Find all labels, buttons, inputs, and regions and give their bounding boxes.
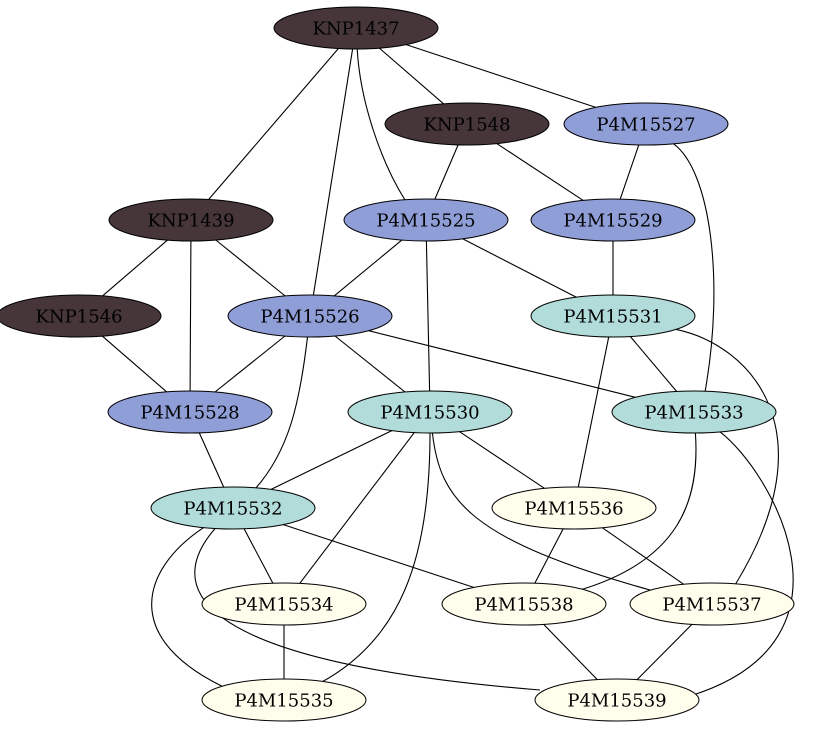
edge-p4m15538-p4m15539 [543, 624, 598, 680]
node-ellipse [530, 198, 696, 242]
node-label: P4M15532 [183, 499, 282, 520]
edge-p4m15526-p4m15528 [214, 335, 286, 393]
node-p4m15530[interactable]: P4M15530 [347, 390, 513, 434]
node-ellipse [384, 102, 550, 146]
node-p4m15536[interactable]: P4M15536 [491, 486, 657, 530]
node-p4m15528[interactable]: P4M15528 [107, 390, 273, 434]
edge-knp1439-p4m15528 [189, 240, 192, 392]
node-p4m15533[interactable]: P4M15533 [611, 390, 777, 434]
node-label: P4M15525 [376, 211, 475, 232]
node-ellipse [273, 6, 439, 50]
edge-knp1437-knp1439 [208, 48, 339, 200]
node-ellipse [227, 294, 393, 338]
edge-p4m15531-p4m15533 [629, 336, 678, 392]
edge-knp1548-p4m15525 [434, 144, 459, 200]
node-ellipse [563, 102, 729, 146]
edge-p4m15525-p4m15530 [425, 240, 431, 392]
node-p4m15539[interactable]: P4M15539 [534, 678, 700, 722]
node-ellipse [534, 678, 700, 722]
node-label: KNP1437 [312, 19, 399, 40]
edges-layer [101, 44, 794, 697]
edge-p4m15533-p4m15538 [579, 432, 697, 591]
edge-p4m15536-p4m15537 [601, 527, 685, 585]
edge-p4m15533-p4m15539 [689, 431, 794, 697]
node-ellipse [629, 582, 795, 626]
node-ellipse [201, 678, 367, 722]
edge-knp1437-p4m15527 [406, 44, 596, 108]
node-p4m15531[interactable]: P4M15531 [530, 294, 696, 338]
edge-knp1437-p4m15525 [356, 48, 406, 201]
edge-p4m15530-p4m15536 [459, 431, 545, 489]
node-label: P4M15531 [563, 307, 662, 328]
node-p4m15532[interactable]: P4M15532 [150, 486, 316, 530]
edge-p4m15530-p4m15535 [319, 432, 431, 684]
node-label: P4M15538 [474, 595, 573, 616]
node-p4m15525[interactable]: P4M15525 [343, 198, 509, 242]
node-ellipse [347, 390, 513, 434]
node-ellipse [343, 198, 509, 242]
node-p4m15537[interactable]: P4M15537 [629, 582, 795, 626]
node-label: P4M15533 [644, 403, 743, 424]
edge-p4m15537-p4m15539 [636, 624, 693, 680]
edge-p4m15531-p4m15536 [577, 336, 610, 488]
node-label: KNP1546 [35, 307, 122, 328]
node-ellipse [150, 486, 316, 530]
node-knp1546[interactable]: KNP1546 [0, 294, 162, 338]
node-ellipse [441, 582, 607, 626]
node-knp1548[interactable]: KNP1548 [384, 102, 550, 146]
node-label: KNP1548 [423, 115, 510, 136]
node-ellipse [530, 294, 696, 338]
node-ellipse [201, 582, 367, 626]
node-label: P4M15526 [260, 307, 359, 328]
node-label: KNP1439 [147, 211, 234, 232]
edge-p4m15531-p4m15537 [676, 328, 779, 586]
node-label: P4M15527 [596, 115, 695, 136]
node-ellipse [107, 390, 273, 434]
edge-knp1437-p4m15526 [312, 48, 354, 296]
node-label: P4M15534 [234, 595, 333, 616]
edge-p4m15530-p4m15534 [299, 432, 415, 584]
node-label: P4M15530 [380, 403, 479, 424]
node-label: P4M15528 [140, 403, 239, 424]
edge-p4m15526-p4m15530 [334, 335, 406, 393]
node-knp1439[interactable]: KNP1439 [108, 198, 274, 242]
node-label: P4M15535 [234, 691, 333, 712]
node-p4m15534[interactable]: P4M15534 [201, 582, 367, 626]
edge-p4m15527-p4m15533 [673, 143, 715, 393]
edge-p4m15532-p4m15535 [151, 527, 231, 691]
edge-p4m15525-p4m15526 [333, 239, 403, 297]
node-knp1437[interactable]: KNP1437 [273, 6, 439, 50]
edge-p4m15525-p4m15531 [462, 238, 577, 298]
edge-p4m15532-p4m15538 [283, 524, 474, 588]
edge-p4m15528-p4m15532 [198, 432, 225, 488]
node-p4m15526[interactable]: P4M15526 [227, 294, 393, 338]
node-label: P4M15537 [662, 595, 761, 616]
edge-p4m15526-p4m15533 [368, 330, 636, 398]
edge-knp1439-p4m15526 [215, 239, 286, 297]
edge-knp1548-p4m15529 [496, 143, 584, 201]
node-label: P4M15539 [567, 691, 666, 712]
node-p4m15527[interactable]: P4M15527 [563, 102, 729, 146]
node-ellipse [108, 198, 274, 242]
edge-p4m15530-p4m15537 [431, 432, 651, 591]
edge-p4m15536-p4m15538 [534, 528, 564, 584]
node-ellipse [491, 486, 657, 530]
node-p4m15529[interactable]: P4M15529 [530, 198, 696, 242]
edge-p4m15530-p4m15532 [270, 430, 393, 490]
edge-knp1546-p4m15528 [101, 335, 168, 393]
node-p4m15535[interactable]: P4M15535 [201, 678, 367, 722]
node-label: P4M15529 [563, 211, 662, 232]
node-ellipse [611, 390, 777, 434]
edge-knp1437-knp1548 [378, 47, 445, 105]
node-p4m15538[interactable]: P4M15538 [441, 582, 607, 626]
edge-p4m15526-p4m15532 [254, 336, 309, 490]
node-label: P4M15536 [524, 499, 623, 520]
edge-knp1439-knp1546 [102, 239, 168, 297]
node-ellipse [0, 294, 162, 338]
edge-p4m15527-p4m15529 [619, 144, 640, 200]
edge-p4m15532-p4m15534 [243, 528, 274, 584]
